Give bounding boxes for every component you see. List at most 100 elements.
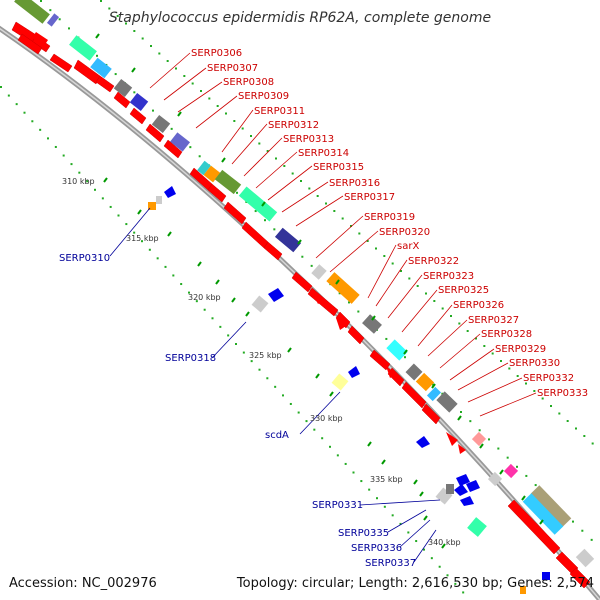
guide-dot <box>550 405 552 407</box>
kbp-tick <box>457 415 462 421</box>
guide-dot <box>62 154 65 157</box>
guide-dot <box>338 292 341 295</box>
guide-dot <box>583 435 586 437</box>
gene-label: SERP0311 <box>254 106 305 117</box>
guide-dot <box>450 315 452 317</box>
kbp-tick <box>167 231 172 237</box>
guide-dot <box>301 255 304 258</box>
guide-dot <box>150 45 152 47</box>
guide-dot <box>208 97 211 100</box>
feature-bar <box>522 493 564 535</box>
feature-bar <box>214 169 242 195</box>
feature-bar <box>46 13 60 27</box>
guide-dot <box>375 247 377 250</box>
guide-dot <box>101 197 104 200</box>
gene-label: SERP0329 <box>495 344 546 355</box>
guide-dot <box>235 343 237 345</box>
leader-line <box>315 215 364 259</box>
guide-dot <box>114 73 117 76</box>
gene-label: SERP0307 <box>207 63 258 74</box>
reverse-cds-group <box>148 186 550 594</box>
guide-dot <box>438 565 441 568</box>
gene-label: SERP0319 <box>364 212 415 223</box>
guide-dot <box>350 225 352 227</box>
feature-bar <box>405 363 423 381</box>
guide-dot <box>308 187 311 190</box>
guide-dot <box>525 474 528 477</box>
guide-dot <box>141 37 144 40</box>
guide-dot <box>516 465 518 468</box>
cds-arrow <box>129 107 147 125</box>
kbp-tick <box>137 209 142 215</box>
cds-arrow <box>73 59 101 85</box>
kbp-tick <box>441 543 446 549</box>
feature-bar <box>415 372 435 392</box>
kbp-tick <box>431 383 436 389</box>
leader-line <box>439 333 481 369</box>
guide-dot <box>408 277 411 280</box>
kbp-label: 320 kbp <box>188 293 221 302</box>
kbp-tick <box>215 279 220 285</box>
gene-label: SERP0333 <box>537 388 588 399</box>
guide-dot <box>300 180 302 182</box>
guide-dot <box>383 505 386 508</box>
feature-bar <box>156 196 162 204</box>
guide-dot <box>360 480 363 483</box>
kbp-tick <box>131 67 136 73</box>
guide-dot <box>591 442 594 445</box>
cds-arrow <box>263 241 283 261</box>
leader-line <box>149 52 191 89</box>
guide-dot <box>133 231 136 234</box>
guide-dot <box>183 75 186 77</box>
feature-bar <box>542 572 550 580</box>
guide-dot <box>313 428 316 431</box>
gene-label: SERP0306 <box>191 48 242 59</box>
feature-bar <box>326 272 360 304</box>
feature-bar <box>69 35 97 61</box>
leader-line <box>387 274 423 319</box>
forward-cds-group <box>11 21 591 589</box>
guide-dot <box>525 382 527 385</box>
kbp-label: 330 kbp <box>310 414 343 423</box>
guide-dot <box>329 445 331 448</box>
feature-bar <box>530 485 572 527</box>
guide-dot <box>166 60 169 62</box>
cds-arrow <box>460 496 474 506</box>
cds-arrow <box>416 436 430 448</box>
cds-arrow <box>145 123 165 143</box>
feature-bar <box>170 132 190 152</box>
guide-dot <box>399 522 402 525</box>
kbp-tick <box>95 33 100 39</box>
guide-dot <box>219 325 222 328</box>
guide-dot <box>575 427 577 430</box>
feature-bar <box>471 431 487 447</box>
feature-bar <box>311 264 327 280</box>
kbp-tick <box>423 515 428 521</box>
guide-dot <box>96 54 98 57</box>
feature-bar <box>520 586 526 594</box>
guide-dot <box>321 437 324 440</box>
cds-arrow <box>507 499 561 555</box>
gene-label: SERP0328 <box>481 329 532 340</box>
guide-dot <box>70 163 73 166</box>
kbp-tick <box>103 177 108 183</box>
leader-line <box>417 304 453 347</box>
guide-dot <box>250 135 252 137</box>
guide-dot <box>49 9 52 12</box>
kbp-tick <box>177 111 182 117</box>
guide-dot <box>86 180 89 183</box>
leader-line <box>329 230 379 273</box>
gene-label: SERP0308 <box>223 77 274 88</box>
guide-dot <box>40 0 42 2</box>
kbp-tick <box>371 315 376 321</box>
leader-line <box>359 499 441 506</box>
guide-dot <box>297 411 300 414</box>
cds-arrow <box>241 221 269 249</box>
cds-arrow <box>348 366 360 378</box>
guide-dot <box>325 202 327 205</box>
guide-dot <box>264 219 266 222</box>
guide-dot <box>191 82 194 85</box>
guide-dot <box>400 270 402 272</box>
kbp-tick <box>539 519 544 525</box>
